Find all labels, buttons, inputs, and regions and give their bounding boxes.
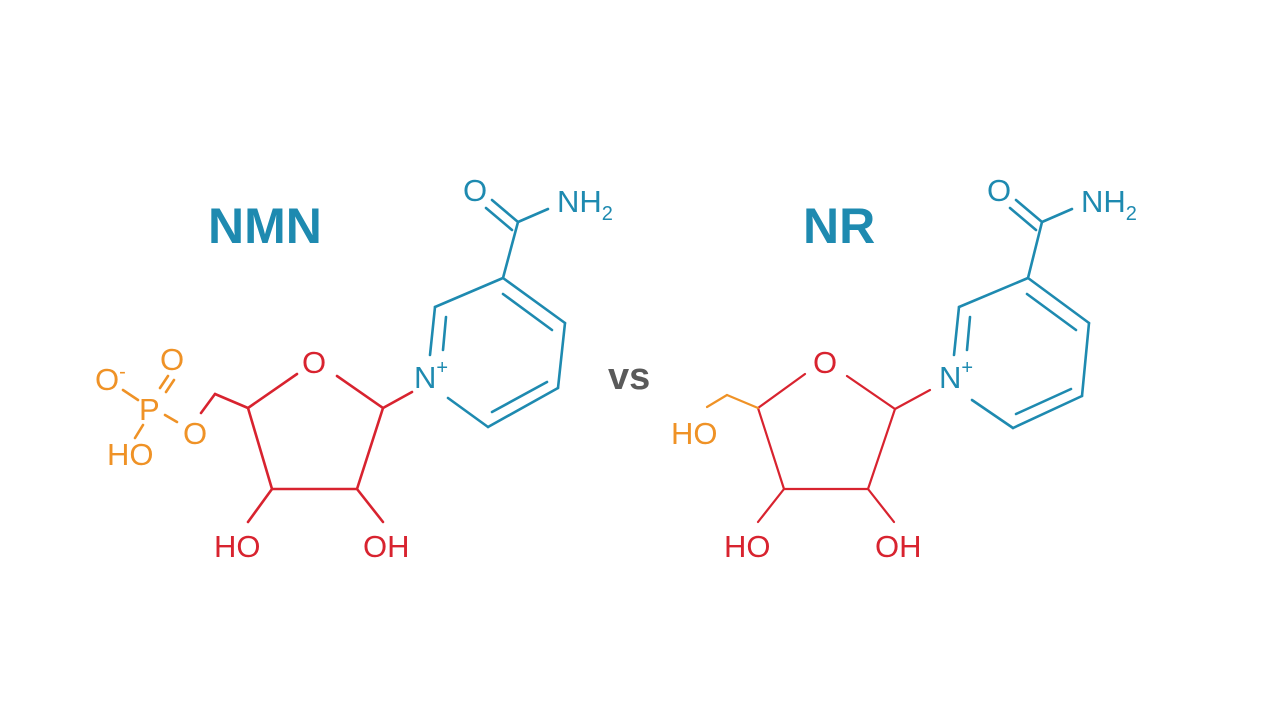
vs-label: vs: [608, 356, 651, 398]
nmn-phosphate-double-o: O: [160, 342, 185, 377]
nmn-negative-charge: -: [119, 361, 126, 383]
nr-ribose-oh-right: OH: [875, 529, 922, 564]
nmn-ribose-ring-oxygen: O: [302, 345, 327, 380]
nmn-phosphate-bonds: [121, 374, 179, 440]
nr-ribose-bonds: [756, 372, 932, 524]
nr-carbonyl-oxygen: O: [987, 173, 1012, 208]
nr-amide-group: NH2: [1081, 184, 1137, 224]
nmn-ribose-oh-left: HO: [214, 529, 261, 564]
nmn-ring-n-label: N: [414, 360, 437, 395]
nmn-phosphorus: P: [139, 392, 160, 427]
nmn-carbonyl-oxygen: O: [463, 173, 488, 208]
nmn-amide-group: NH2: [557, 184, 613, 224]
nmn-phosphate-ester-oxygen: O: [183, 416, 208, 451]
nmn-o-minus-label: O: [95, 362, 120, 397]
nmn-positive-charge: +: [436, 357, 449, 379]
nr-ring-n-label: N: [939, 360, 962, 395]
nr-hydroxymethyl-oh: HO: [671, 416, 718, 451]
nmn-amide-label: NH: [557, 184, 602, 219]
nr-title: NR: [803, 198, 876, 254]
nr-nicotinamide-bonds: [952, 198, 1091, 430]
nmn-title: NMN: [208, 198, 322, 254]
nr-amide-label: NH: [1081, 184, 1126, 219]
nr-ribose-oh-left: HO: [724, 529, 771, 564]
nmn-pyridinium-nitrogen: N+: [414, 358, 448, 395]
nmn-amide-subscript: 2: [601, 203, 613, 225]
nmn-phosphate-oh: HO: [107, 437, 154, 472]
nr-amide-subscript: 2: [1125, 203, 1137, 225]
nr-pyridinium-nitrogen: N+: [939, 358, 973, 395]
nmn-phosphate-o-minus: O-: [95, 361, 126, 397]
nr-ribose-ring-oxygen: O: [813, 345, 838, 380]
nmn-ribose-bonds: [199, 372, 414, 524]
nr-hydroxymethyl-bonds: [705, 393, 760, 410]
nmn-ribose-oh-right: OH: [363, 529, 410, 564]
nmn-nicotinamide-bonds: [428, 198, 567, 429]
nr-positive-charge: +: [961, 357, 974, 379]
